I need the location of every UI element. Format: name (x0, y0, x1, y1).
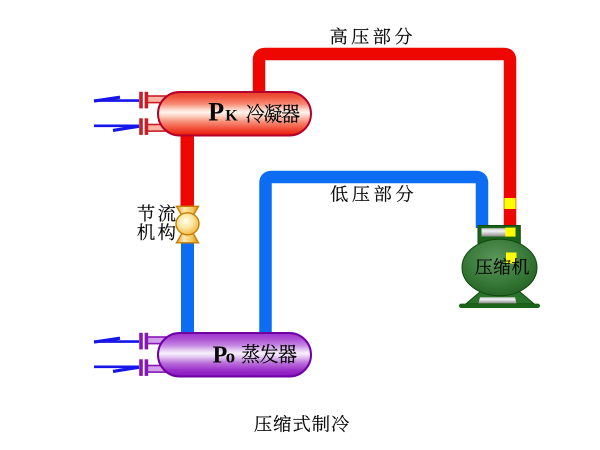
svg-text:P: P (208, 98, 224, 127)
svg-text:P: P (213, 342, 228, 368)
svg-text:K: K (225, 108, 238, 125)
svg-text:o: o (226, 346, 236, 367)
